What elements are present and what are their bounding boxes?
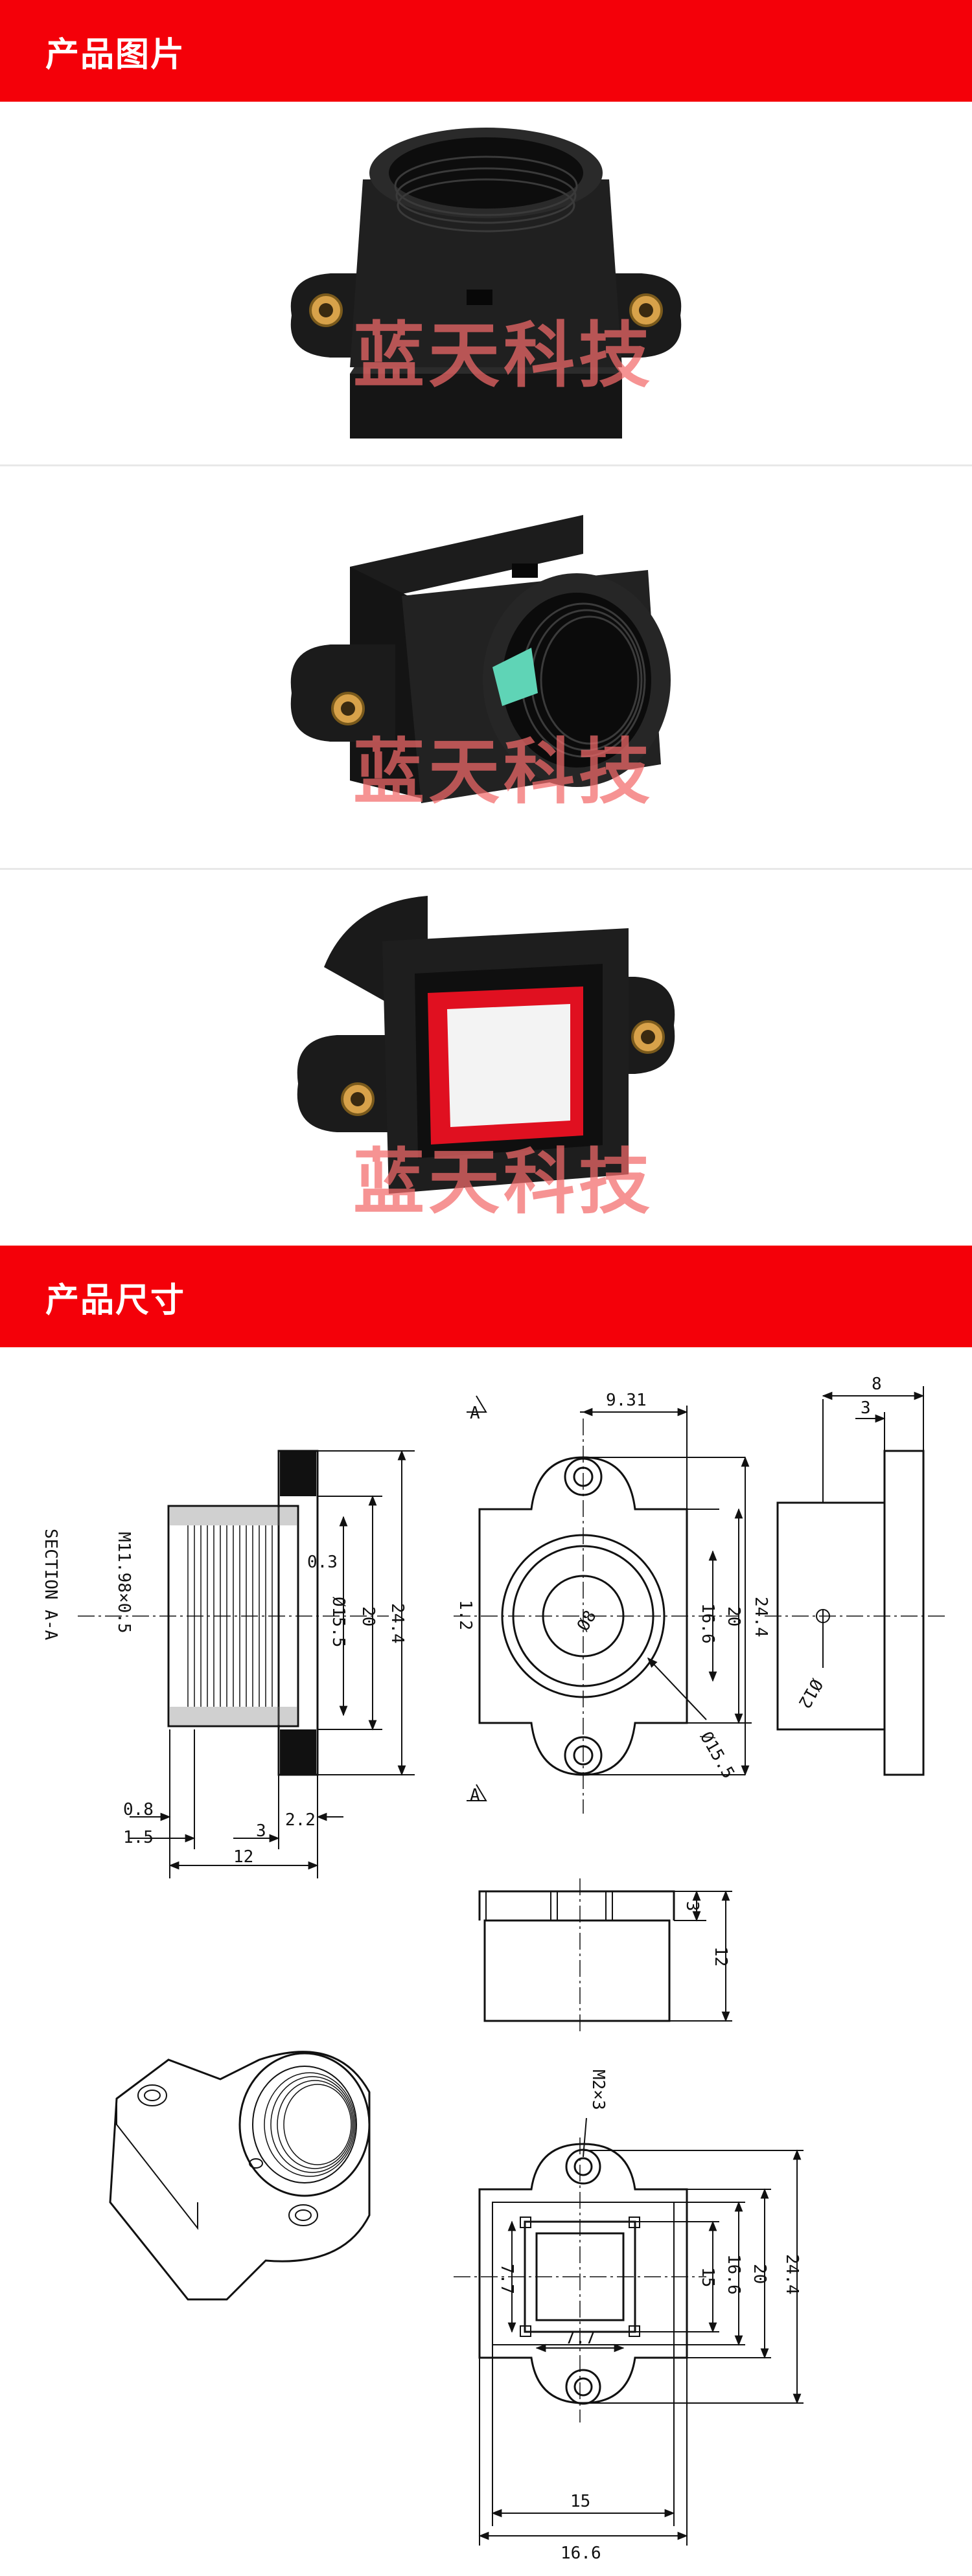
product-photo-1: 蓝天科技 xyxy=(0,102,972,464)
dim-label: 0.3 xyxy=(307,1553,338,1572)
screw-label: M2×3 xyxy=(588,2069,608,2110)
dim-label: 12 xyxy=(711,1946,730,1966)
section-title: 产品尺寸 xyxy=(45,1281,186,1320)
dim-label: 8 xyxy=(872,1374,882,1394)
dim-label: 7.7 xyxy=(565,2329,596,2348)
front-view: A A 9.31 1.2 Ø8 Ø15.5 xyxy=(454,1391,770,1814)
dim-label: Ø15.5 xyxy=(329,1597,348,1647)
photo-divider xyxy=(0,868,972,870)
dim-label: Ø12 xyxy=(794,1676,826,1712)
dim-label: 15 xyxy=(698,2267,717,2287)
section-label: SECTION A-A xyxy=(41,1529,60,1641)
technical-drawing: SECTION A-A M11.98×0.5 xyxy=(0,1347,972,2573)
dim-label: 16.6 xyxy=(561,2544,601,2563)
dim-label: 24.4 xyxy=(388,1603,407,1644)
section-title: 产品图片 xyxy=(45,36,186,74)
dim-label: Ø8 xyxy=(573,1607,601,1634)
dim-label: 24.4 xyxy=(782,2254,802,2295)
section-marker: A xyxy=(470,1404,480,1423)
thread-label: M11.98×0.5 xyxy=(114,1532,133,1634)
dim-label: 16.6 xyxy=(698,1603,717,1644)
dim-label: 1.2 xyxy=(456,1600,475,1630)
dim-label: 1.5 xyxy=(123,1828,154,1847)
section-banner-dimensions: 产品尺寸 xyxy=(0,1246,972,1347)
watermark: 蓝天科技 xyxy=(353,731,654,814)
isometric-sketch xyxy=(109,2051,371,2301)
dim-label: 7.7 xyxy=(497,2264,516,2294)
profile-view: 3 12 xyxy=(478,1878,732,2034)
dim-label: 9.31 xyxy=(606,1391,647,1410)
dim-label: 0.8 xyxy=(123,1800,154,1819)
dim-label: 20 xyxy=(724,1606,743,1626)
dim-label: 3 xyxy=(682,1901,702,1911)
dim-label: 3 xyxy=(256,1821,266,1841)
dim-label: 16.6 xyxy=(724,2254,743,2295)
dim-label: 3 xyxy=(861,1398,871,1418)
dim-label: 20 xyxy=(750,2264,769,2284)
dim-label: Ø15.5 xyxy=(696,1729,738,1783)
photo-divider xyxy=(0,464,972,466)
product-photo-3: 蓝天科技 xyxy=(0,870,972,1246)
watermark: 蓝天科技 xyxy=(353,314,654,397)
bottom-view: M2×3 7.7 7.7 xyxy=(454,2069,804,2563)
dim-label: 12 xyxy=(233,1847,253,1867)
section-banner-photos: 产品图片 xyxy=(0,0,972,102)
dim-label: 15 xyxy=(570,2492,590,2511)
dim-label: 20 xyxy=(358,1606,378,1626)
dim-label: 24.4 xyxy=(751,1597,770,1637)
product-photo-2: 蓝天科技 xyxy=(0,466,972,868)
watermark: 蓝天科技 xyxy=(353,1141,654,1224)
right-side-view: Ø12 8 3 xyxy=(765,1374,946,1776)
side-section-view: SECTION A-A M11.98×0.5 xyxy=(41,1450,415,1878)
dim-label: 2.2 xyxy=(285,1810,316,1830)
